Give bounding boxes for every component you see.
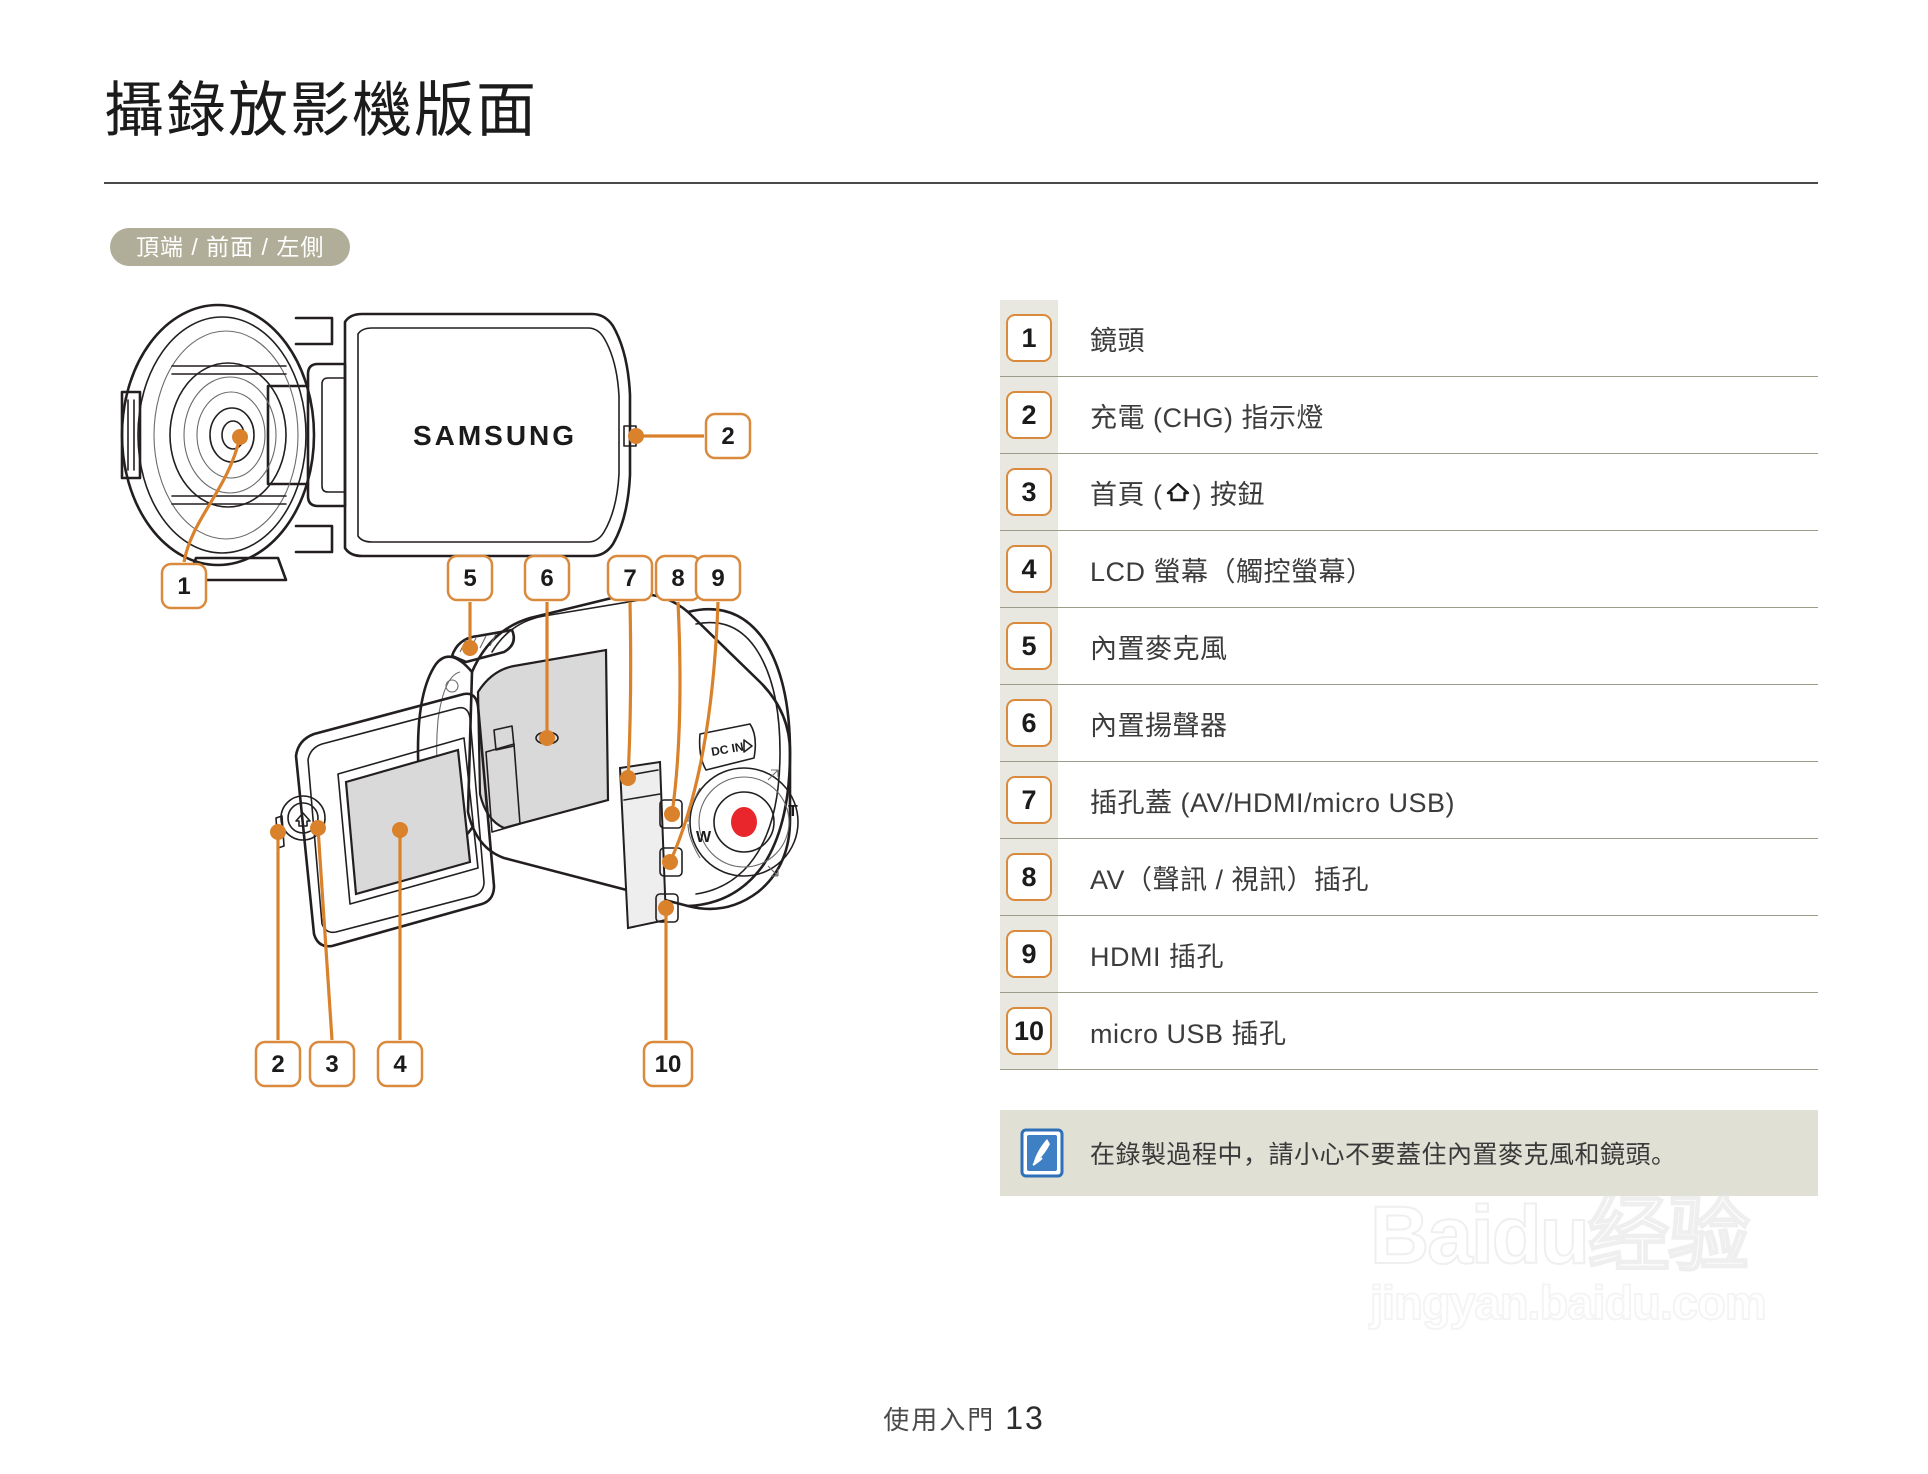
legend-number-cell: 5 xyxy=(1000,608,1058,684)
legend-number: 3 xyxy=(1006,468,1052,516)
page-footer: 使用入門 13 xyxy=(0,1400,1928,1437)
legend-row: 7 插孔蓋 (AV/HDMI/micro USB) xyxy=(1000,762,1818,839)
baidu-watermark: Baidu经验 jingyan.baidu.com xyxy=(1369,1190,1840,1395)
camcorder-illustration: SAMSUNG 1 2 DC IN T W xyxy=(100,300,930,1200)
legend-label: 鏡頭 xyxy=(1090,325,1145,356)
watermark-main-text: Baidu经验 xyxy=(1369,1190,1751,1281)
parts-legend-list: 1 鏡頭 2 充電 (CHG) 指示燈 3 首頁 ( ) 按鈕 4 LCD 螢幕… xyxy=(1000,300,1818,1070)
legend-label-post: ) 按鈕 xyxy=(1192,479,1265,510)
svg-text:9: 9 xyxy=(711,565,724,592)
legend-label: 插孔蓋 (AV/HDMI/micro USB) xyxy=(1090,787,1456,818)
callout-4: 4 xyxy=(376,1040,424,1088)
legend-number: 6 xyxy=(1006,699,1052,747)
legend-label: HDMI 插孔 xyxy=(1090,941,1224,972)
legend-row: 5 內置麥克風 xyxy=(1000,608,1818,685)
legend-number: 10 xyxy=(1006,1007,1052,1055)
home-icon xyxy=(1165,479,1191,505)
zoom-wide-label: W xyxy=(696,829,712,846)
legend-number: 1 xyxy=(1006,314,1052,362)
watermark-sub-text: jingyan.baidu.com xyxy=(1369,1276,1768,1329)
zoom-tele-label: T xyxy=(788,803,798,820)
legend-label: micro USB 插孔 xyxy=(1090,1018,1287,1049)
legend-row: 6 內置揚聲器 xyxy=(1000,685,1818,762)
callout-3: 3 xyxy=(308,1040,356,1088)
legend-label: LCD 螢幕（觸控螢幕） xyxy=(1090,556,1374,587)
svg-text:10: 10 xyxy=(655,1051,682,1078)
callout-2-body: 2 xyxy=(254,1040,302,1088)
callout-5: 5 xyxy=(446,554,494,602)
legend-label: 內置麥克風 xyxy=(1090,633,1228,664)
legend-number-cell: 10 xyxy=(1000,993,1058,1069)
legend-number: 4 xyxy=(1006,545,1052,593)
svg-text:7: 7 xyxy=(623,565,636,592)
brand-label: SAMSUNG xyxy=(413,420,577,451)
legend-row: 10 micro USB 插孔 xyxy=(1000,993,1818,1070)
note-box: 在錄製過程中，請小心不要蓋住內置麥克風和鏡頭。 xyxy=(1000,1110,1818,1196)
svg-text:4: 4 xyxy=(393,1051,407,1078)
legend-row: 8 AV（聲訊 / 視訊）插孔 xyxy=(1000,839,1818,916)
legend-label-pre: 首頁 ( xyxy=(1090,479,1163,510)
svg-text:2: 2 xyxy=(271,1051,284,1078)
legend-row: 2 充電 (CHG) 指示燈 xyxy=(1000,377,1818,454)
svg-text:1: 1 xyxy=(177,573,190,600)
callout-7: 7 xyxy=(606,554,654,602)
legend-number: 8 xyxy=(1006,853,1052,901)
legend-row: 1 鏡頭 xyxy=(1000,300,1818,377)
note-text: 在錄製過程中，請小心不要蓋住內置麥克風和鏡頭。 xyxy=(1090,1141,1677,1169)
legend-number-cell: 7 xyxy=(1000,762,1058,838)
dc-in-label: DC IN xyxy=(710,739,745,758)
legend-number-cell: 3 xyxy=(1000,454,1058,530)
legend-number: 2 xyxy=(1006,391,1052,439)
legend-number-cell: 1 xyxy=(1000,300,1058,376)
legend-label: 首頁 ( ) 按鈕 xyxy=(1058,473,1265,512)
callout-1: 1 xyxy=(160,562,208,610)
section-badge: 頂端 / 前面 / 左側 xyxy=(110,228,351,266)
legend-number: 9 xyxy=(1006,930,1052,978)
footer-label: 使用入門 xyxy=(883,1405,996,1435)
callout-9: 9 xyxy=(694,554,742,602)
svg-text:8: 8 xyxy=(671,565,684,592)
svg-text:6: 6 xyxy=(540,565,553,592)
legend-number: 7 xyxy=(1006,776,1052,824)
page-number: 13 xyxy=(1005,1400,1045,1436)
legend-row: 3 首頁 ( ) 按鈕 xyxy=(1000,454,1818,531)
title-divider xyxy=(104,182,1818,184)
legend-label: 內置揚聲器 xyxy=(1090,710,1228,741)
legend-label: AV（聲訊 / 視訊）插孔 xyxy=(1090,864,1370,895)
legend-number-cell: 4 xyxy=(1000,531,1058,607)
legend-number-cell: 6 xyxy=(1000,685,1058,761)
svg-text:2: 2 xyxy=(721,423,734,450)
callout-10: 10 xyxy=(642,1040,694,1088)
legend-row: 9 HDMI 插孔 xyxy=(1000,916,1818,993)
callout-6: 6 xyxy=(523,554,571,602)
callout-8: 8 xyxy=(654,554,702,602)
legend-number: 5 xyxy=(1006,622,1052,670)
legend-row: 4 LCD 螢幕（觸控螢幕） xyxy=(1000,531,1818,608)
legend-label: 充電 (CHG) 指示燈 xyxy=(1090,402,1324,433)
legend-number-cell: 9 xyxy=(1000,916,1058,992)
svg-text:5: 5 xyxy=(463,565,476,592)
callout-2-top: 2 xyxy=(704,412,752,460)
note-pen-icon xyxy=(1020,1128,1064,1178)
legend-number-cell: 2 xyxy=(1000,377,1058,453)
page-title: 攝錄放影機版面 xyxy=(104,77,538,144)
legend-number-cell: 8 xyxy=(1000,839,1058,915)
svg-text:3: 3 xyxy=(325,1051,338,1078)
